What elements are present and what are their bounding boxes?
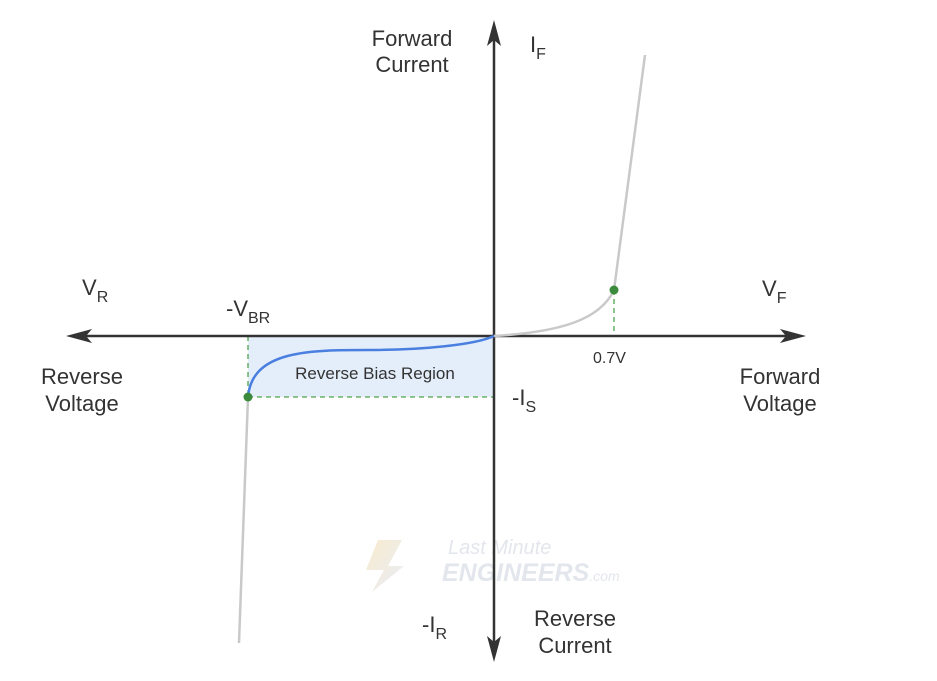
svg-text:ENGINEERS.com: ENGINEERS.com bbox=[442, 559, 620, 587]
reverse-bias-curve bbox=[246, 334, 495, 398]
forward-voltage-label-line1: Forward bbox=[740, 364, 821, 389]
reverse-voltage-label-line1: Reverse bbox=[41, 364, 123, 389]
forward-voltage-label-line2: Voltage bbox=[743, 391, 816, 416]
watermark-line2: ENGINEERS bbox=[442, 559, 590, 587]
threshold-point bbox=[609, 285, 619, 295]
breakdown-point bbox=[243, 392, 253, 402]
forward-bias-curve bbox=[493, 54, 647, 338]
breakdown-curve bbox=[237, 396, 250, 644]
axes bbox=[80, 33, 792, 648]
watermark-line1: Last Minute bbox=[448, 537, 551, 559]
forward-current-symbol: IF bbox=[530, 32, 546, 63]
reverse-current-label-line1: Reverse bbox=[534, 606, 616, 631]
watermark: Last Minute ENGINEERS.com bbox=[366, 537, 620, 592]
guide-lines bbox=[247, 290, 615, 398]
reverse-current-label-line2: Current bbox=[538, 633, 611, 658]
forward-voltage-symbol: VF bbox=[762, 276, 787, 307]
threshold-voltage-label: 0.7V bbox=[593, 350, 626, 367]
saturation-current-label: -IS bbox=[512, 385, 536, 416]
reverse-current-symbol: -IR bbox=[422, 612, 447, 643]
reverse-voltage-label-line2: Voltage bbox=[45, 391, 118, 416]
arrow-down-icon bbox=[487, 636, 501, 662]
arrow-up-icon bbox=[487, 20, 501, 46]
breakdown-voltage-label: -VBR bbox=[226, 296, 270, 327]
reverse-bias-region-label: Reverse Bias Region bbox=[295, 364, 455, 383]
axis-arrowheads bbox=[66, 20, 806, 662]
watermark-logo-icon bbox=[366, 540, 404, 592]
arrow-left-icon bbox=[66, 329, 92, 343]
reverse-voltage-symbol: VR bbox=[82, 275, 108, 306]
forward-current-label-line1: Forward bbox=[372, 26, 453, 51]
watermark-suffix: .com bbox=[589, 568, 620, 584]
arrow-right-icon bbox=[780, 329, 806, 343]
forward-current-label-line2: Current bbox=[375, 52, 448, 77]
